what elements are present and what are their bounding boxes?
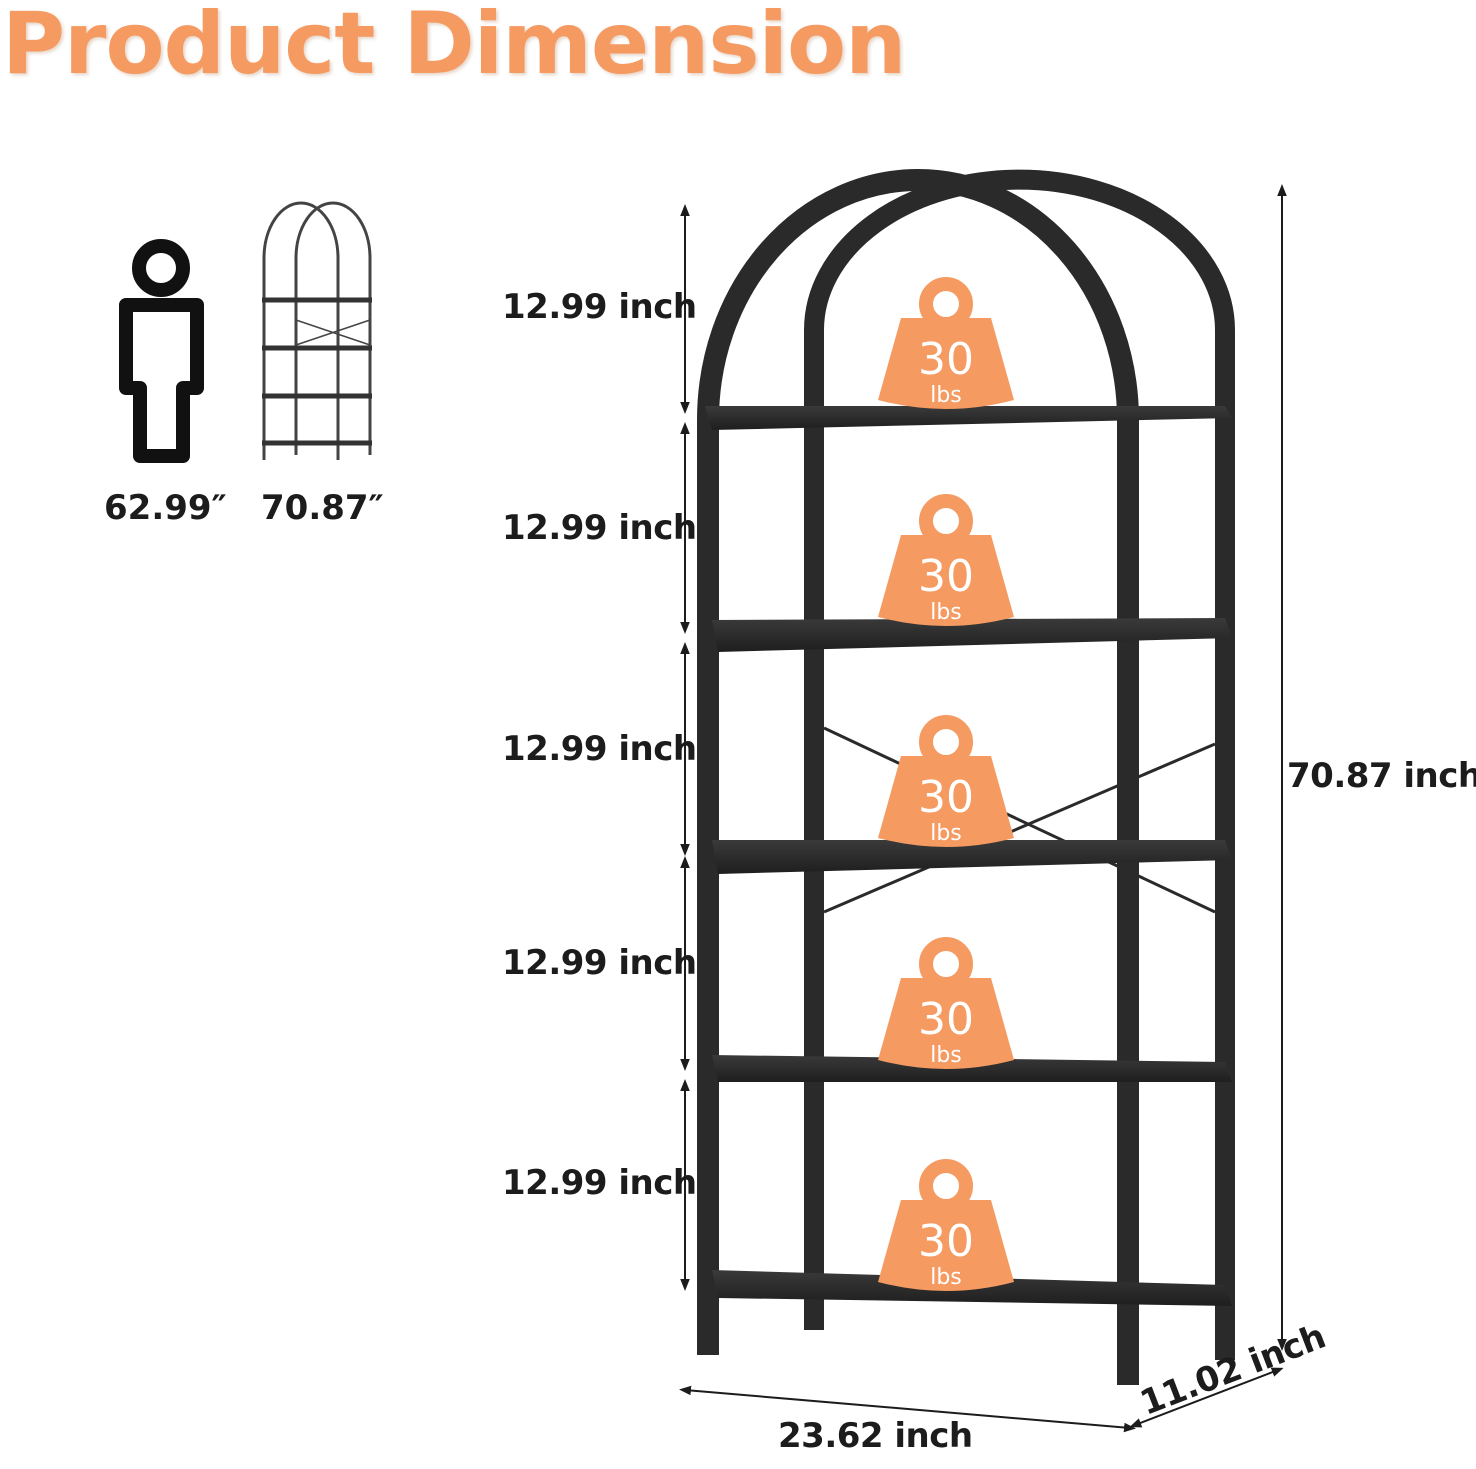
total-height-label: 70.87 inch xyxy=(1287,756,1476,796)
weight-value: 30 xyxy=(918,994,974,1045)
weight-unit: lbs xyxy=(930,1043,962,1068)
weight-value: 30 xyxy=(918,772,974,823)
shelf-height-label: 70.87″ xyxy=(261,488,384,528)
shelf-spacing-label-1: 12.99 inch xyxy=(502,287,697,327)
width-arrow xyxy=(679,1385,1136,1433)
weight-unit: lbs xyxy=(930,1265,962,1290)
weight-unit: lbs xyxy=(930,383,962,408)
weight-unit: lbs xyxy=(930,821,962,846)
weight-value: 30 xyxy=(918,334,974,385)
shelf-spacing-label-3: 12.99 inch xyxy=(502,729,697,769)
weight-value: 30 xyxy=(918,1216,974,1267)
arched-bookshelf-icon xyxy=(262,201,372,460)
shelf-spacing-label-2: 12.99 inch xyxy=(502,508,697,548)
page-title: Product Dimension xyxy=(2,0,906,94)
shelf-spacing-label-4: 12.99 inch xyxy=(502,943,697,983)
shelf-frame xyxy=(697,169,1235,1385)
width-label: 23.62 inch xyxy=(778,1416,973,1456)
person-silhouette-icon xyxy=(119,239,204,463)
depth-arrow xyxy=(1129,1367,1284,1428)
weight-value: 30 xyxy=(918,551,974,602)
shelf-spacing-label-5: 12.99 inch xyxy=(502,1163,697,1203)
person-height-label: 62.99″ xyxy=(104,488,227,528)
weight-unit: lbs xyxy=(930,600,962,625)
